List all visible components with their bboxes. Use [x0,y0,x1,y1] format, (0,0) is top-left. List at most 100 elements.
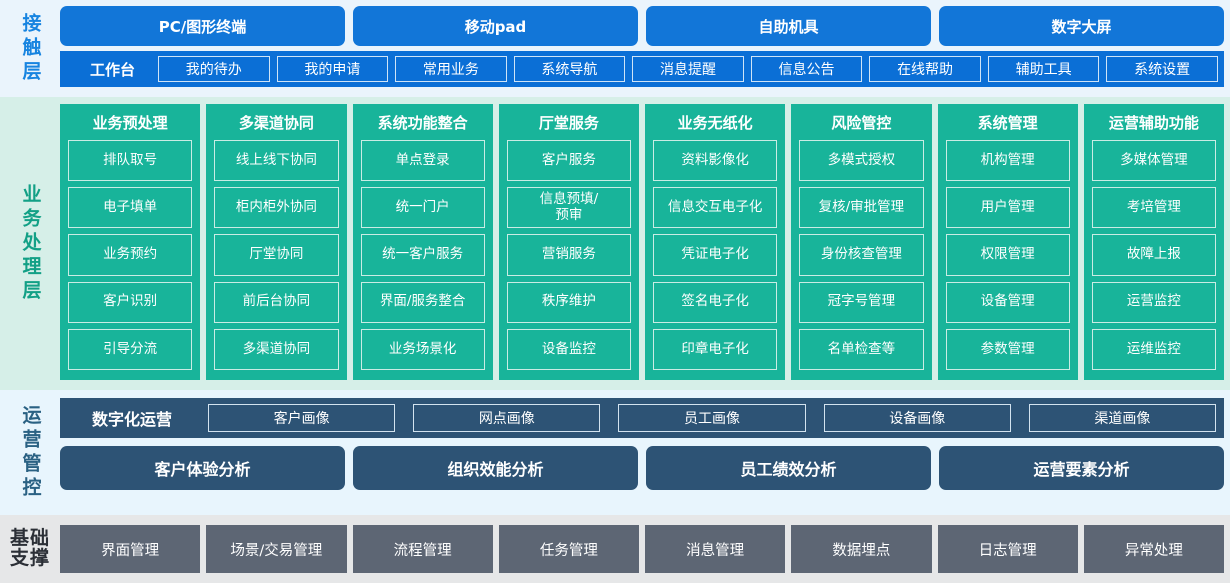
channel-card[interactable]: 移动pad [353,6,638,46]
business-item[interactable]: 电子填单 [68,187,193,229]
business-item[interactable]: 凭证电子化 [653,234,778,276]
business-item[interactable]: 运维监控 [1091,328,1216,371]
workbench-item[interactable]: 信息公告 [750,56,863,82]
business-item[interactable]: 设备监控 [506,328,631,371]
business-item[interactable]: 信息预填/ 预审 [506,187,631,229]
business-layer-label: 业务处理层 [0,97,60,390]
workbench-item[interactable]: 我的申请 [276,56,389,82]
foundation-card[interactable]: 数据埋点 [791,525,932,573]
operations-layer-body: 数字化运营 客户画像 网点画像 员工画像 设备画像 渠道画像 客户体验分析 组织… [60,390,1230,515]
business-column-title: 系统功能整合 [377,114,468,132]
channel-card[interactable]: 数字大屏 [939,6,1224,46]
workbench-item[interactable]: 系统导航 [513,56,626,82]
foundation-card[interactable]: 任务管理 [498,525,639,573]
business-column-title: 运营辅助功能 [1108,114,1199,132]
portrait-item[interactable]: 员工画像 [618,404,806,432]
workbench-item[interactable]: 我的待办 [158,56,270,82]
digital-operations-title: 数字化运营 [92,410,173,429]
workbench-item[interactable]: 在线帮助 [869,56,981,82]
business-item[interactable]: 多渠道协同 [214,328,339,371]
foundation-card[interactable]: 场景/交易管理 [206,525,347,573]
workbench-bar: 工作台 我的待办 我的申请 常用业务 系统导航 消息提醒 信息公告 在线帮助 辅… [60,51,1224,87]
business-item[interactable]: 多媒体管理 [1091,140,1216,182]
business-column: 系统功能整合 单点登录 统一门户 统一客户服务 界面/服务整合 业务场景化 [352,104,493,380]
analysis-card[interactable]: 组织效能分析 [353,446,638,490]
business-item[interactable]: 设备管理 [945,281,1070,323]
business-item[interactable]: 印章电子化 [653,328,778,371]
portrait-item[interactable]: 网点画像 [413,404,601,432]
business-item[interactable]: 信息交互电子化 [653,187,778,229]
business-layer: 业务处理层 业务预处理 排队取号 电子填单 业务预约 客户识别 引导分流 多渠道… [0,97,1230,390]
business-item[interactable]: 身份核查管理 [799,234,924,276]
workbench-item[interactable]: 系统设置 [1106,56,1218,82]
business-column-title: 系统管理 [977,114,1038,132]
business-item[interactable]: 复核/审批管理 [799,187,924,229]
foundation-card-row: 界面管理 场景/交易管理 流程管理 任务管理 消息管理 数据埋点 日志管理 异常… [60,525,1224,573]
foundation-card[interactable]: 消息管理 [645,525,786,573]
contact-layer-body: PC/图形终端 移动pad 自助机具 数字大屏 工作台 我的待办 我的申请 常用… [60,0,1230,97]
business-item[interactable]: 营销服务 [506,234,631,276]
workbench-item[interactable]: 消息提醒 [632,56,744,82]
business-column: 多渠道协同 线上线下协同 柜内柜外协同 厅堂协同 前后台协同 多渠道协同 [206,104,347,380]
business-item[interactable]: 统一客户服务 [360,234,485,276]
foundation-layer: 基础 支撑 界面管理 场景/交易管理 流程管理 任务管理 消息管理 数据埋点 日… [0,515,1230,583]
channel-card[interactable]: 自助机具 [646,6,931,46]
business-item[interactable]: 权限管理 [945,234,1070,276]
business-item[interactable]: 名单检查等 [799,328,924,371]
business-item[interactable]: 秩序维护 [506,281,631,323]
business-item[interactable]: 业务场景化 [360,328,485,371]
business-item[interactable]: 单点登录 [360,140,485,182]
channel-card-row: PC/图形终端 移动pad 自助机具 数字大屏 [60,6,1224,46]
portrait-item[interactable]: 设备画像 [823,404,1011,432]
business-item[interactable]: 资料影像化 [653,140,778,182]
business-column: 厅堂服务 客户服务 信息预填/ 预审 营销服务 秩序维护 设备监控 [498,104,639,380]
business-item[interactable]: 引导分流 [68,328,193,371]
business-item[interactable]: 签名电子化 [653,281,778,323]
business-item[interactable]: 前后台协同 [214,281,339,323]
business-item[interactable]: 参数管理 [945,328,1070,371]
business-item[interactable]: 运营监控 [1091,281,1216,323]
business-item[interactable]: 考培管理 [1091,187,1216,229]
business-column-grid: 业务预处理 排队取号 电子填单 业务预约 客户识别 引导分流 多渠道协同 线上线… [60,104,1224,380]
foundation-card[interactable]: 流程管理 [352,525,493,573]
business-layer-body: 业务预处理 排队取号 电子填单 业务预约 客户识别 引导分流 多渠道协同 线上线… [60,97,1230,390]
business-item[interactable]: 机构管理 [945,140,1070,182]
business-column: 业务无纸化 资料影像化 信息交互电子化 凭证电子化 签名电子化 印章电子化 [645,104,786,380]
business-item[interactable]: 客户识别 [68,281,193,323]
operations-layer: 运营管控 数字化运营 客户画像 网点画像 员工画像 设备画像 渠道画像 客户体验… [0,390,1230,515]
business-item[interactable]: 厅堂协同 [214,234,339,276]
business-item[interactable]: 统一门户 [360,187,485,229]
analysis-card[interactable]: 运营要素分析 [939,446,1224,490]
analysis-card[interactable]: 客户体验分析 [60,446,345,490]
business-item[interactable]: 多模式授权 [799,140,924,182]
workbench-item[interactable]: 常用业务 [395,56,507,82]
business-item[interactable]: 柜内柜外协同 [214,187,339,229]
business-item[interactable]: 界面/服务整合 [360,281,485,323]
foundation-card[interactable]: 界面管理 [60,525,201,573]
business-item[interactable]: 冠字号管理 [799,281,924,323]
business-item[interactable]: 线上线下协同 [214,140,339,182]
business-item[interactable]: 业务预约 [68,234,193,276]
business-column-title: 风险管控 [831,114,892,132]
contact-layer: 接触层 PC/图形终端 移动pad 自助机具 数字大屏 工作台 我的待办 我的申… [0,0,1230,97]
channel-card[interactable]: PC/图形终端 [60,6,345,46]
workbench-item[interactable]: 辅助工具 [987,56,1100,82]
foundation-layer-body: 界面管理 场景/交易管理 流程管理 任务管理 消息管理 数据埋点 日志管理 异常… [60,515,1230,583]
business-column-title: 多渠道协同 [238,114,314,132]
workbench-title: 工作台 [90,60,136,79]
analysis-card[interactable]: 员工绩效分析 [646,446,931,490]
business-item[interactable]: 排队取号 [68,140,193,182]
foundation-card[interactable]: 异常处理 [1083,525,1224,573]
foundation-card[interactable]: 日志管理 [937,525,1078,573]
digital-operations-bar: 数字化运营 客户画像 网点画像 员工画像 设备画像 渠道画像 [60,398,1224,438]
business-item[interactable]: 客户服务 [506,140,631,182]
business-column-title: 业务无纸化 [677,114,753,132]
business-item[interactable]: 故障上报 [1091,234,1216,276]
business-column: 风险管控 多模式授权 复核/审批管理 身份核查管理 冠字号管理 名单检查等 [791,104,932,380]
portrait-item[interactable]: 客户画像 [208,404,396,432]
portrait-item[interactable]: 渠道画像 [1028,404,1217,432]
contact-layer-label: 接触层 [0,0,60,97]
business-item[interactable]: 用户管理 [945,187,1070,229]
business-column-title: 厅堂服务 [538,114,599,132]
